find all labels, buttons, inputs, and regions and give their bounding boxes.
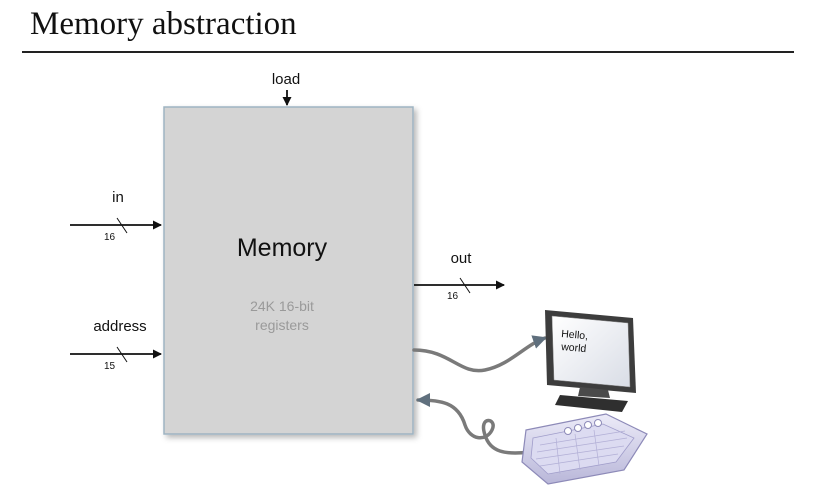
in-label: in [112, 189, 124, 206]
title-divider [22, 51, 794, 53]
memory-description-line2: registers [255, 317, 309, 333]
out-bus-slash [459, 277, 471, 294]
address-label: address [93, 318, 146, 335]
page-title: Memory abstraction [30, 6, 297, 42]
in-width-label: 16 [104, 232, 116, 243]
out-label: out [451, 250, 473, 267]
in-bus-slash [116, 217, 128, 234]
keyboard-icon [521, 413, 648, 485]
memory-block [163, 106, 414, 435]
address-width-label: 15 [104, 361, 116, 372]
memory-description-line1: 24K 16-bit [250, 298, 314, 314]
screen-cable [412, 335, 547, 373]
screen-text-line2: world [560, 341, 587, 355]
screen-text-line1: Hello, [561, 328, 589, 342]
monitor-icon [545, 310, 636, 412]
load-label: load [272, 71, 300, 88]
keyboard-cable [416, 393, 532, 455]
memory-label: Memory [237, 234, 328, 262]
address-bus-slash [116, 346, 128, 363]
out-width-label: 16 [447, 291, 459, 302]
